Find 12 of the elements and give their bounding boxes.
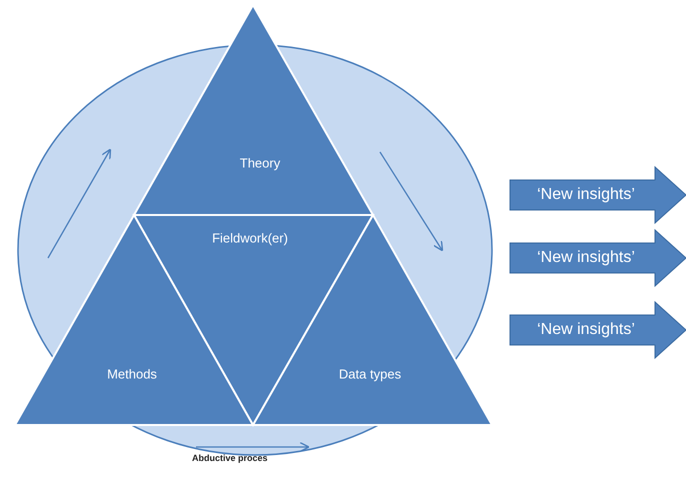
node-label: ‘New insights’ <box>537 249 635 267</box>
node-label: Methods <box>107 366 157 382</box>
node-label: ‘New insights’ <box>537 186 635 204</box>
node-label: ‘New insights’ <box>537 321 635 339</box>
pointed-banner <box>510 167 686 223</box>
node-label: Theory <box>240 156 280 170</box>
process-label: Abductive proces <box>192 453 268 463</box>
pointed-banner <box>510 302 686 358</box>
triangle-node <box>134 5 373 215</box>
node-label: Fieldwork(er) <box>212 230 288 246</box>
node-label: Data types <box>338 366 402 382</box>
pointed-banner <box>510 230 686 286</box>
